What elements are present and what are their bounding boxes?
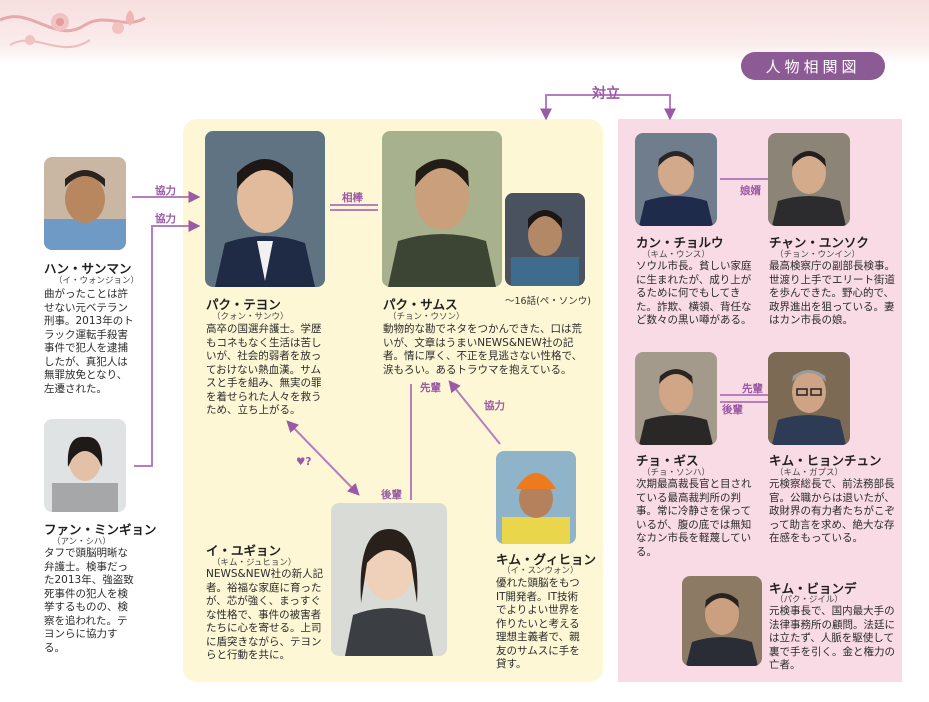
desc-kim-hyeonchun: 元検察総長で、前法務部長官。公職からは退いたが、政財界の有力者たちがこぞって助言… [769,478,895,544]
actor-samsu: （チョン・ウソン） [388,312,465,322]
portrait-samsu [382,131,502,287]
conflict-label: 対立 [592,86,620,102]
name-jo: チョ・ギス [636,453,699,468]
desc-yugyeong: NEWS&NEW社の新人記者。裕福な家庭に育ったが、芯が強く、まっすぐな性格で、… [206,568,324,661]
partner-label: 相棒 [342,192,363,204]
actor-jang: （チョン・ウンイン） [775,250,861,260]
desc-hwang: タフで頭脳明晰な弁護士。検事だった2013年、強盗致死事件の犯人を検挙するものの… [44,547,134,654]
portrait-samsu-young [505,193,585,286]
portrait-gwihyeon [496,451,576,544]
cooperate-label-1: 協力 [155,185,176,197]
name-samsu: パク・サムス [383,297,458,312]
name-hwang: ファン・ミンギョン [44,522,157,537]
portrait-jang [768,133,850,226]
name-jang: チャン・ユンソク [769,235,869,250]
desc-kim-byeongde: 元検事長で、国内最大手の法律事務所の顧問。法廷には立たず、人脈を駆使して裏で手を… [769,605,895,671]
photo-man-mayor-icon [635,133,717,226]
heart-label: ♥? [296,456,312,468]
senpai-label-1: 先輩 [420,382,441,394]
portrait-kim-byeongde [682,576,762,666]
heart-arrow [286,420,360,496]
desc-kang: ソウル市長。貧しい家庭に生まれたが、成り上がるために何でもしてきた。詐欺、横領、… [636,260,752,326]
photo-man-suit-icon [205,131,325,287]
desc-jang: 最高検察庁の副部長検事。世渡り上手でエリート街道を歩んできた。野心的で、政界進出… [769,260,895,326]
actor-taeyong: （クォン・サンウ） [212,312,289,322]
name-han: ハン・サンマン [44,261,132,276]
kouhai-label-1: 後輩 [381,489,402,501]
actor-kang: （キム・ウンス） [642,250,710,260]
actor-han: （イ・ウォンジョン） [54,276,140,286]
portrait-han [44,157,126,250]
name-taeyong: パク・テヨン [206,297,281,312]
senpai-label-2: 先輩 [742,383,763,395]
desc-taeyong: 高卒の国選弁護士。学歴もコネもなく生活は苦しいが、社会的弱者を放っておけない熱血… [206,323,322,416]
desc-jo: 次期最高裁長官と目されている最高裁判所の判事。常に冷静さを保っているが、腹の底で… [636,478,752,558]
actor-kim-byeongde: （パク・ジイル） [775,595,843,605]
actor-yugyeong: （キム・ジュヒョン） [212,558,297,568]
actor-gwihyeon: （イ・スンウォン） [502,566,579,576]
actor-jo: （チョ・ソンハ） [642,468,711,478]
photo-man-judge-icon [635,352,717,445]
desc-gwihyeon: 優れた頭脳をもつIT開発者。IT技術でよりよい世界を作りたいと考える理想主義者で… [496,577,580,670]
chart-title-badge: 人物相関図 [741,52,885,80]
desc-han: 曲がったことは許せない元ベテラン刑事。2013年のトラック運転手殺害事件で犯人を… [44,288,134,395]
photo-man-lawyer-icon [682,576,762,666]
portrait-taeyong [205,131,325,287]
name-yugyeong: イ・ユギョン [206,543,282,558]
photo-man-blue-shirt-icon [44,157,126,250]
portrait-yugyeong [331,503,447,656]
photo-woman-young-icon [331,503,447,656]
floral-ornament-icon [0,10,146,49]
photo-man-jacket-icon [382,131,502,287]
photo-man-prosecutor-icon [768,133,850,226]
portrait-kim-hyeonchun [768,352,850,445]
kouhai-label-2: 後輩 [722,404,743,416]
conflict-arrow [540,94,676,121]
photo-woman-gray-icon [44,419,126,512]
note-samsu-young: ～16話(ペ・ソンウ) [505,296,592,307]
hwang-to-taeyong-arrow [134,220,201,467]
portrait-jo [635,352,717,445]
name-kim-hyeonchun: キム・ヒョンチュン [769,453,882,468]
son-in-law-label: 娘婿 [740,185,761,197]
cooperate-label-2: 協力 [155,213,176,225]
name-kim-byeongde: キム・ビョンデ [769,581,857,596]
portrait-hwang [44,419,126,512]
name-gwihyeon: キム・グィヒョン [496,552,597,567]
cooperate-label-3: 協力 [484,400,505,412]
photo-man-glasses-icon [768,352,850,445]
photo-man-orange-hat-icon [496,451,576,544]
gwihyeon-to-samsu-arrow [448,380,501,445]
actor-hwang: （アン・シハ） [52,537,111,547]
portrait-kang [635,133,717,226]
name-kang: カン・チョルウ [636,235,724,250]
desc-samsu: 動物的な勘でネタをつかんできた、口は荒いが、文章はうまいNEWS&NEW社の記者… [383,323,583,376]
photo-man-young-icon [505,193,585,286]
actor-kim-hyeonchun: （キム・ガプス） [775,468,844,478]
